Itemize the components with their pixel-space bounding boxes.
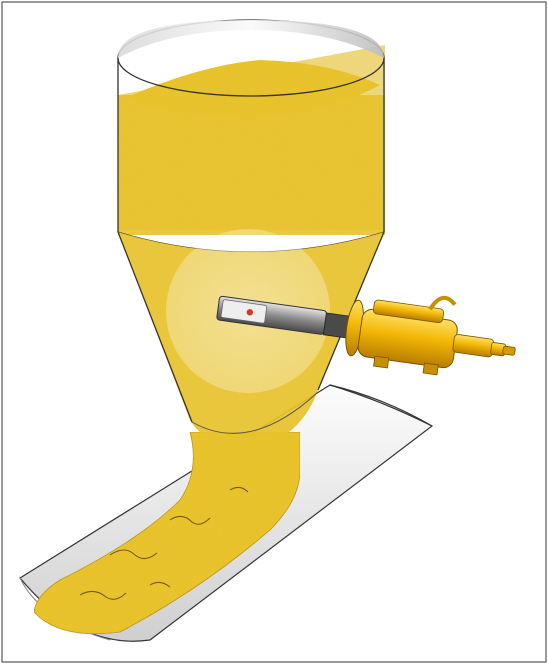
illustration-frame (0, 0, 548, 664)
hopper-sensor-illustration (0, 0, 548, 664)
